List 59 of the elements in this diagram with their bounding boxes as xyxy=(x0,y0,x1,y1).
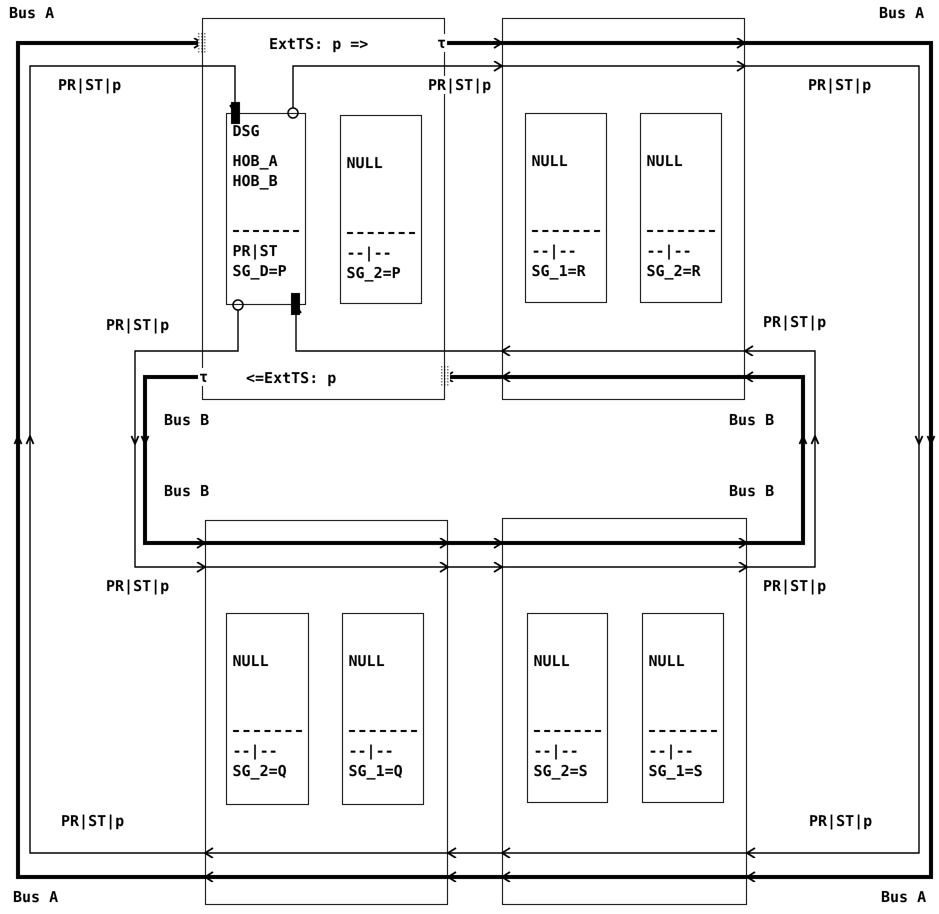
field-text: NULL xyxy=(532,152,568,170)
register-box xyxy=(524,112,606,302)
register-box xyxy=(642,612,724,802)
register-box xyxy=(226,612,308,804)
signal-label: PR|ST|p xyxy=(57,76,122,94)
signal-label: PR|ST|p xyxy=(105,316,170,334)
register-box xyxy=(340,114,422,304)
field-text: --|-- xyxy=(346,244,392,262)
station-box xyxy=(502,518,747,905)
bus-label: <=ExtTS: p xyxy=(244,369,338,387)
signal-label: PR|ST|p xyxy=(60,812,126,830)
field-text: SG_2=S xyxy=(534,762,588,780)
field-text: NULL xyxy=(348,652,385,670)
field-text: SG_D=P xyxy=(232,262,287,280)
signal-label: PR|ST|p xyxy=(105,577,170,595)
field-text: DSG xyxy=(232,122,260,140)
register-box xyxy=(526,612,608,802)
field-text: SG_1=S xyxy=(648,762,703,780)
signal-label: τ xyxy=(198,368,210,386)
register-box xyxy=(342,612,424,804)
field-text: SG_1=Q xyxy=(348,762,403,780)
field-text: --|-- xyxy=(646,242,692,260)
signal-arrow xyxy=(447,847,502,859)
station-box xyxy=(502,18,745,400)
field-text: --|-- xyxy=(648,742,694,760)
field-text: NULL xyxy=(646,152,683,170)
signal-arrow xyxy=(744,345,816,568)
field-text: NULL xyxy=(534,652,570,670)
field-text: --|-- xyxy=(534,742,579,760)
station-box xyxy=(205,520,448,905)
signal-label: PR|ST|p xyxy=(808,812,874,830)
signal-label: τ xyxy=(436,34,448,52)
field-text: --|-- xyxy=(532,242,577,260)
signal-arrow xyxy=(448,561,503,573)
bus-arrow xyxy=(448,537,503,549)
signal-label: PR|ST|p xyxy=(762,313,828,331)
field-text: SG_2=Q xyxy=(232,762,287,780)
bus-arrow xyxy=(16,37,205,879)
bus-arrow xyxy=(447,871,502,883)
field-text: HOB_B xyxy=(232,172,278,190)
signal-label: PR|ST|p xyxy=(427,76,492,94)
field-text: --|-- xyxy=(348,742,394,760)
bus-label: ExtTS: p => xyxy=(267,35,370,53)
field-text: SG_1=R xyxy=(532,262,586,280)
field-text: HOB_A xyxy=(232,152,278,170)
field-text: SG_2=P xyxy=(346,264,401,282)
bus-arrow xyxy=(143,375,206,549)
field-text: PR|ST xyxy=(232,242,278,260)
bus-arrow xyxy=(445,37,503,49)
register-box xyxy=(640,112,722,302)
bus-arrow xyxy=(744,371,805,545)
field-text: --|-- xyxy=(232,742,278,760)
field-text: SG_2=R xyxy=(646,262,701,280)
signal-label: PR|ST|p xyxy=(762,577,828,595)
field-text: NULL xyxy=(232,652,269,670)
register-box xyxy=(226,112,306,304)
field-text: NULL xyxy=(648,652,685,670)
field-text: NULL xyxy=(346,154,383,172)
signal-label: PR|ST|p xyxy=(807,76,872,94)
